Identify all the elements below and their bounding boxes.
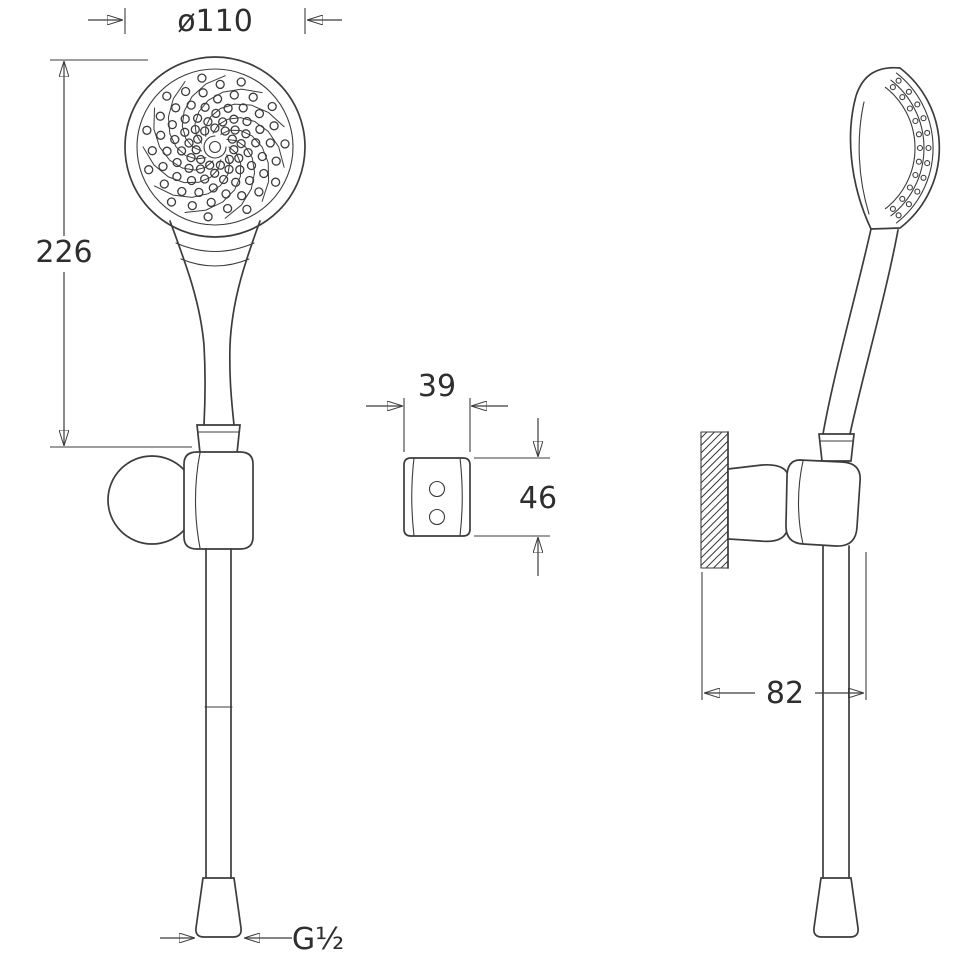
head-rim-outer xyxy=(124,56,306,238)
shower-head-side xyxy=(849,66,941,230)
handle-right-edge xyxy=(228,220,261,426)
handle-side xyxy=(818,228,899,462)
dim-holder-width: 39 xyxy=(366,369,508,452)
bracket-cup-side-seam xyxy=(797,460,804,545)
dim-hose-thread: G½ xyxy=(160,922,344,957)
bracket-screw-hole-bottom xyxy=(428,508,446,526)
bracket-seam-left xyxy=(411,457,415,537)
dim-handset-length: 226 xyxy=(35,59,192,448)
handle-collar-line-2 xyxy=(180,258,250,267)
head-face-dots xyxy=(889,77,932,219)
handle-collar-line-1 xyxy=(175,242,255,253)
dim-label-hose-thread: G½ xyxy=(292,922,344,957)
head-back-contour xyxy=(858,101,870,215)
bracket-detail-view: 39 46 xyxy=(366,369,557,576)
dim-label-holder-height: 46 xyxy=(519,481,557,516)
side-view: 82 xyxy=(700,66,941,938)
bracket-seam-right xyxy=(459,457,463,537)
hose-front xyxy=(195,548,242,938)
head-rim-inner xyxy=(136,68,294,226)
shower-head-front xyxy=(124,56,306,238)
hose-side xyxy=(813,545,859,938)
front-view: ø110 226 xyxy=(35,4,342,938)
bracket-cup-side xyxy=(785,459,862,547)
bracket-knob-front xyxy=(107,455,197,545)
dim-head-diameter: ø110 xyxy=(88,4,342,39)
handle-nut-side xyxy=(818,433,855,462)
handle-nut-front xyxy=(196,424,241,454)
bracket-cup-front xyxy=(183,451,254,550)
spray-face-dots xyxy=(142,73,290,222)
spray-center-swirl xyxy=(203,135,227,159)
hose-connector-side xyxy=(813,877,859,938)
handle-front xyxy=(169,220,261,454)
wall-bracket-front xyxy=(107,451,254,550)
handle-left-edge xyxy=(169,220,207,426)
dim-wall-distance: 82 xyxy=(701,552,867,711)
handle-side-left-edge xyxy=(822,228,872,435)
handle-side-right-edge xyxy=(849,229,899,435)
bracket-cup-seam xyxy=(194,452,201,549)
wall-hatch xyxy=(701,432,728,568)
bracket-screw-hole-top xyxy=(428,480,446,498)
head-face-arc-1 xyxy=(895,72,934,224)
head-face-arc-3 xyxy=(884,86,916,210)
dim-label-holder-width: 39 xyxy=(418,369,456,404)
hose-connector-front xyxy=(195,877,242,938)
bracket-body xyxy=(403,457,471,537)
head-face-arc-2 xyxy=(890,79,925,217)
bracket-arm-side xyxy=(727,463,790,543)
dim-label-handset-length: 226 xyxy=(35,235,92,270)
dim-label-wall-distance: 82 xyxy=(766,676,804,711)
spray-center xyxy=(208,140,222,154)
wall-section xyxy=(700,431,729,569)
dim-holder-height: 46 xyxy=(474,418,557,576)
wall-bracket-side xyxy=(727,459,862,547)
dim-label-head-diameter: ø110 xyxy=(177,4,253,39)
